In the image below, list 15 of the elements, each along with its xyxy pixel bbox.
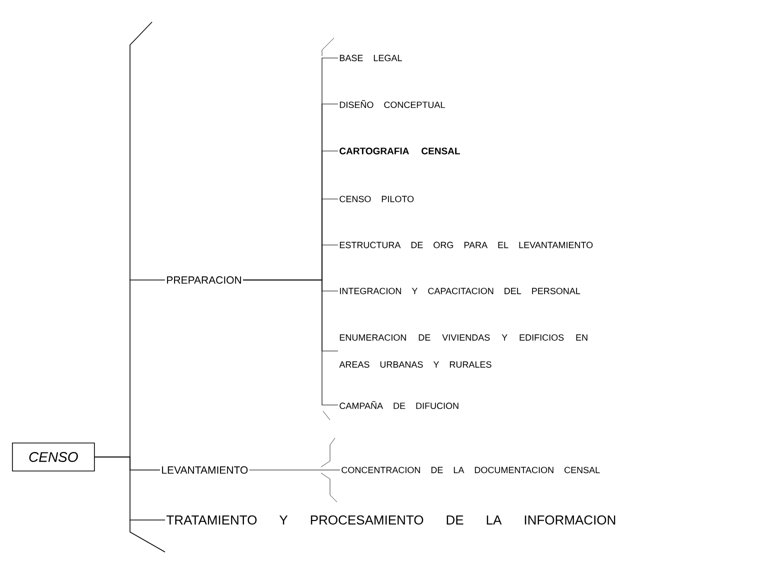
item-label: ENUMERACION DE VIVIENDAS Y EDIFICIOS EN AREAS URBANAS Y RURALES xyxy=(339,334,588,368)
item-label: CENSO PILOTO xyxy=(340,196,414,202)
item-label: DISEÑO CONCEPTUAL xyxy=(340,100,445,108)
item-label: ESTRUCTURA DE ORG PARA EL LEVANTAMIENTO xyxy=(340,242,593,248)
item-label: CONCENTRACION DE LA DOCUMENTACION CENSAL xyxy=(342,466,600,474)
connector-line xyxy=(242,280,338,406)
branch-label: TRATAMIENTO Y PROCESAMIENTO DE LA INFORMACION xyxy=(166,515,616,525)
item-label: CARTOGRAFIA CENSAL xyxy=(340,148,460,154)
title-box: CENSO xyxy=(12,442,95,472)
branch-label: PREPARACION xyxy=(167,276,241,284)
branch-label: LEVANTAMIENTO xyxy=(162,466,248,474)
connector-line xyxy=(94,456,166,520)
item-label: INTEGRACION Y CAPACITACION DEL PERSONAL xyxy=(340,288,580,294)
item-label: CAMPAÑA DE DIFUCION xyxy=(340,401,458,409)
item-label: BASE LEGAL xyxy=(340,54,402,62)
